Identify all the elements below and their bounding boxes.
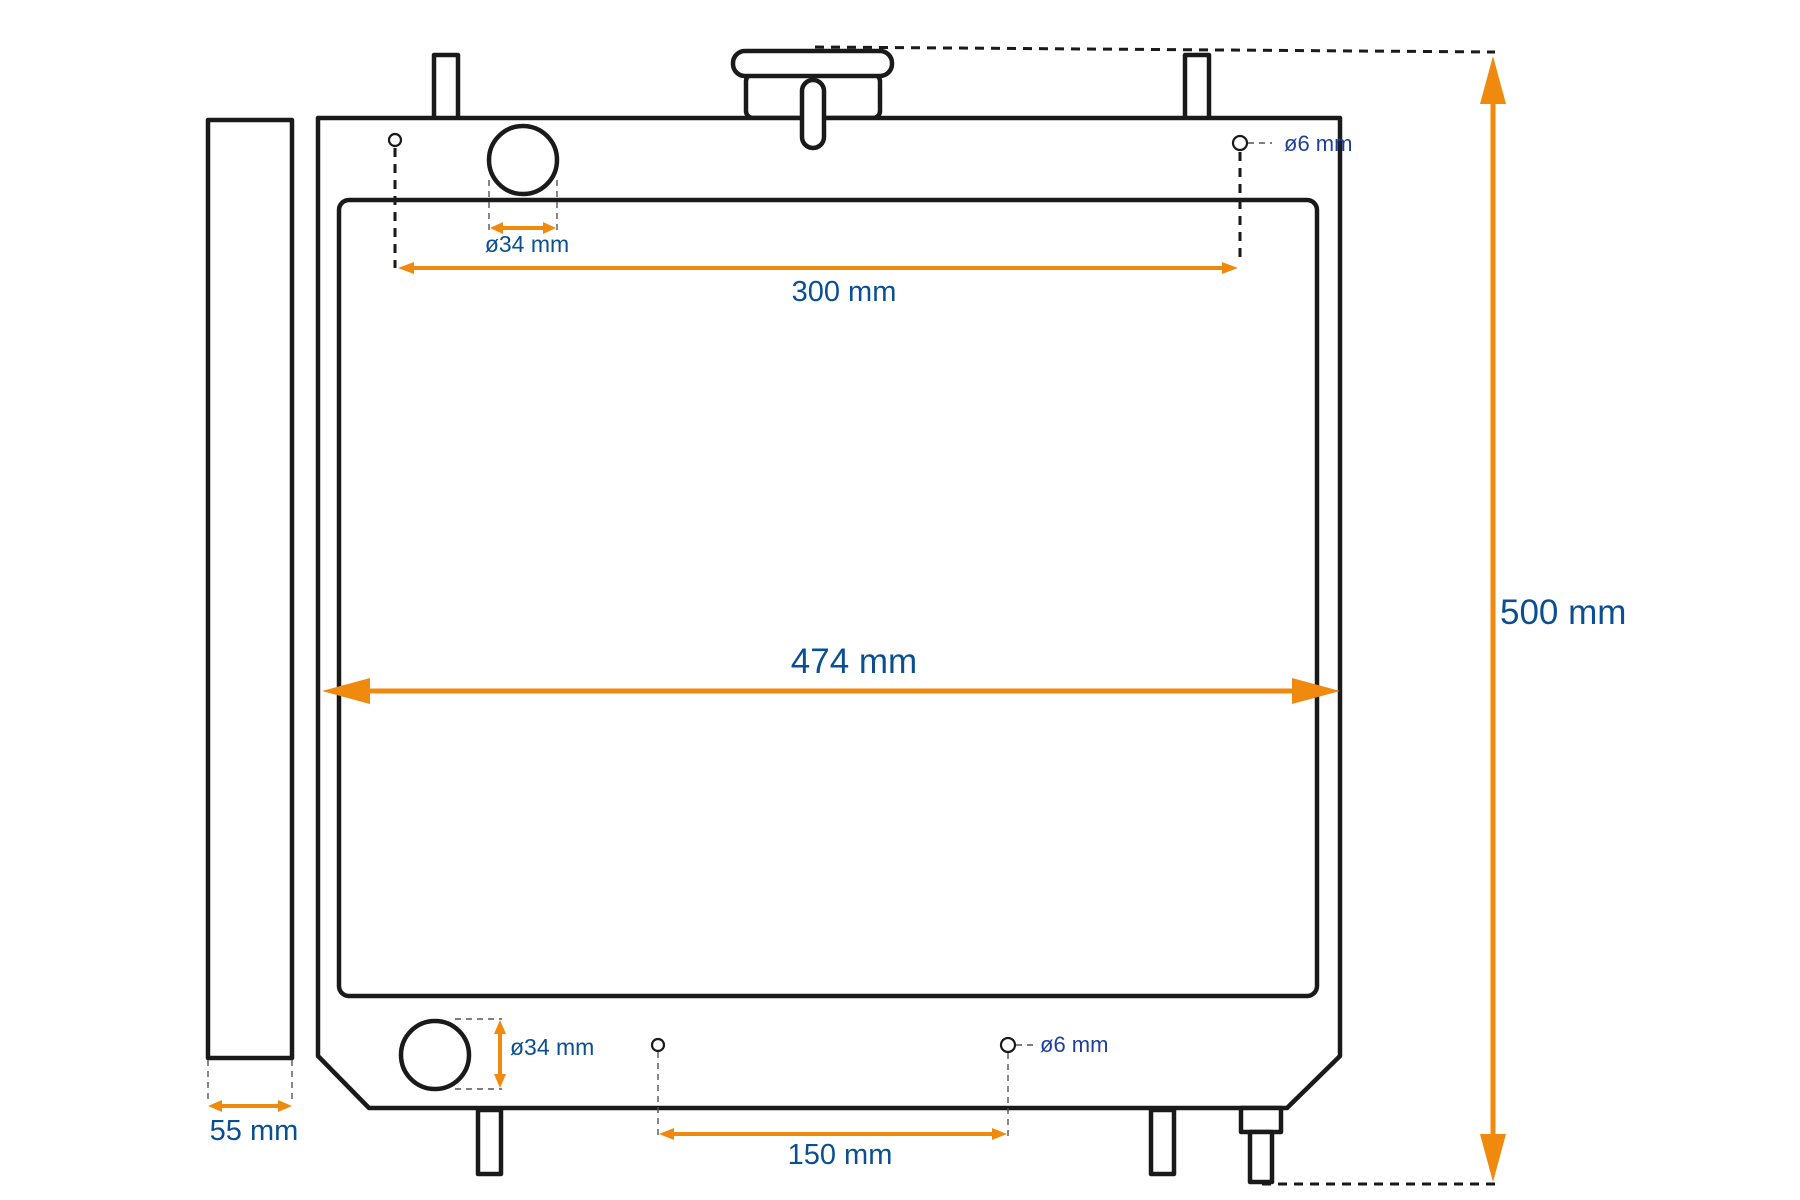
top-spacing-label: 300 mm: [792, 276, 897, 308]
height-extension-top: [814, 45, 1496, 54]
width-arrow-left: [322, 678, 370, 704]
bottom-spacing-label: 150 mm: [788, 1139, 893, 1171]
top-pipe-arrow-right: [543, 222, 556, 234]
height-arrow-bottom: [1480, 1134, 1506, 1182]
top-mount-pin-right: [1182, 52, 1212, 122]
depth-arrow-left: [208, 1100, 222, 1112]
top-hole-left: [387, 132, 403, 148]
drain-plug-collar: [1238, 1105, 1284, 1135]
top-hole-diameter-label: ø6 mm: [1284, 131, 1352, 156]
bottom-outlet-pipe: [398, 1018, 472, 1092]
top-spacing-arrow-left: [398, 262, 414, 274]
bottom-spacing-arrow-left: [659, 1128, 674, 1140]
bottom-spacing-arrow-right: [992, 1128, 1007, 1140]
filler-cap-top: [730, 48, 895, 79]
top-spacing-arrow-right: [1222, 262, 1238, 274]
depth-label: 55 mm: [210, 1115, 299, 1147]
width-label: 474 mm: [791, 642, 917, 681]
bottom-hole-diameter-label: ø6 mm: [1040, 1032, 1108, 1057]
bottom-hole-left: [650, 1037, 666, 1053]
bottom-pipe-diameter-label: ø34 mm: [510, 1034, 594, 1060]
drain-plug-stem: [1247, 1129, 1275, 1185]
bottom-mount-pin-left: [475, 1107, 504, 1177]
overflow-tube: [799, 77, 827, 151]
width-arrow-right: [1292, 678, 1340, 704]
top-inlet-pipe: [486, 123, 560, 197]
bottom-mount-pin-right: [1148, 1107, 1177, 1177]
depth-arrow-right: [278, 1100, 292, 1112]
top-mount-pin-left: [431, 52, 461, 122]
side-view-panel: [205, 117, 295, 1061]
bottom-hole-right: [999, 1036, 1017, 1054]
top-pipe-diameter-label: ø34 mm: [485, 231, 569, 257]
bottom-pipe-arrow-top: [494, 1020, 506, 1034]
top-pipe-arrow-left: [490, 222, 503, 234]
top-hole-right: [1231, 134, 1249, 152]
radiator-core: [336, 197, 1320, 999]
bottom-pipe-arrow-bottom: [494, 1074, 506, 1088]
height-arrow-top: [1480, 56, 1506, 104]
height-label: 500 mm: [1500, 593, 1626, 632]
